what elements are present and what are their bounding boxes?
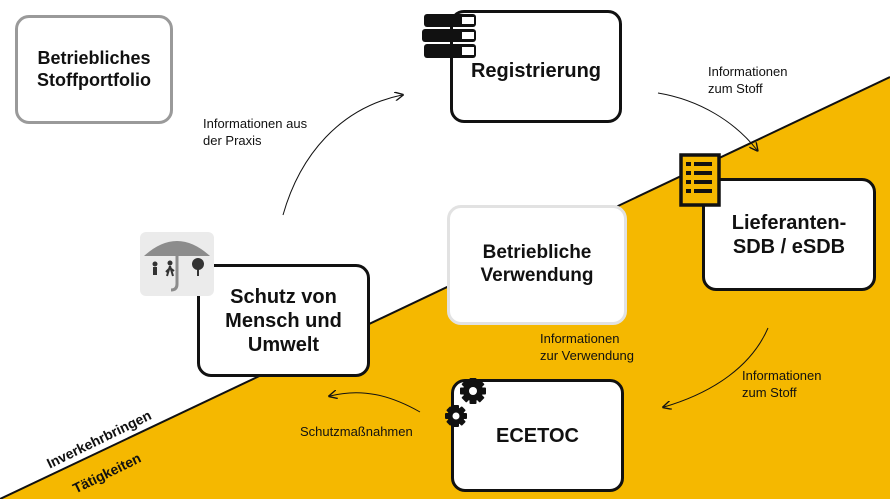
box-schutz-mensch-umwelt: Schutz von Mensch und Umwelt [197, 264, 370, 377]
label-informationen-verwendung: Informationen zur Verwendung [540, 331, 634, 363]
box-stoffportfolio: Betriebliches Stoffportfolio [15, 15, 173, 124]
arrow-praxis [282, 95, 402, 216]
box-betriebliche-verwendung: Betriebliche Verwendung [447, 205, 627, 325]
box-lieferanten-sdb: Lieferanten- SDB / eSDB [702, 178, 876, 291]
box-registrierung: Registrierung [450, 10, 622, 123]
umbrella-icon [140, 232, 214, 296]
label-informationen-stoff-top: Informationen zum Stoff [708, 64, 788, 96]
arrow-stoff-right [664, 327, 769, 407]
gears-icon [445, 378, 486, 427]
diagonal-divider [0, 76, 890, 499]
arrow-stoff-top [657, 92, 757, 150]
arrow-schutz [330, 393, 421, 413]
label-schutzmassnahmen: Schutzmaßnahmen [300, 424, 413, 439]
books-icon [422, 14, 476, 58]
label-informationen-stoff-right: Informationen zum Stoff [742, 368, 822, 400]
label-informationen-praxis: Informationen aus der Praxis [203, 116, 308, 148]
checklist-icon [679, 153, 721, 207]
